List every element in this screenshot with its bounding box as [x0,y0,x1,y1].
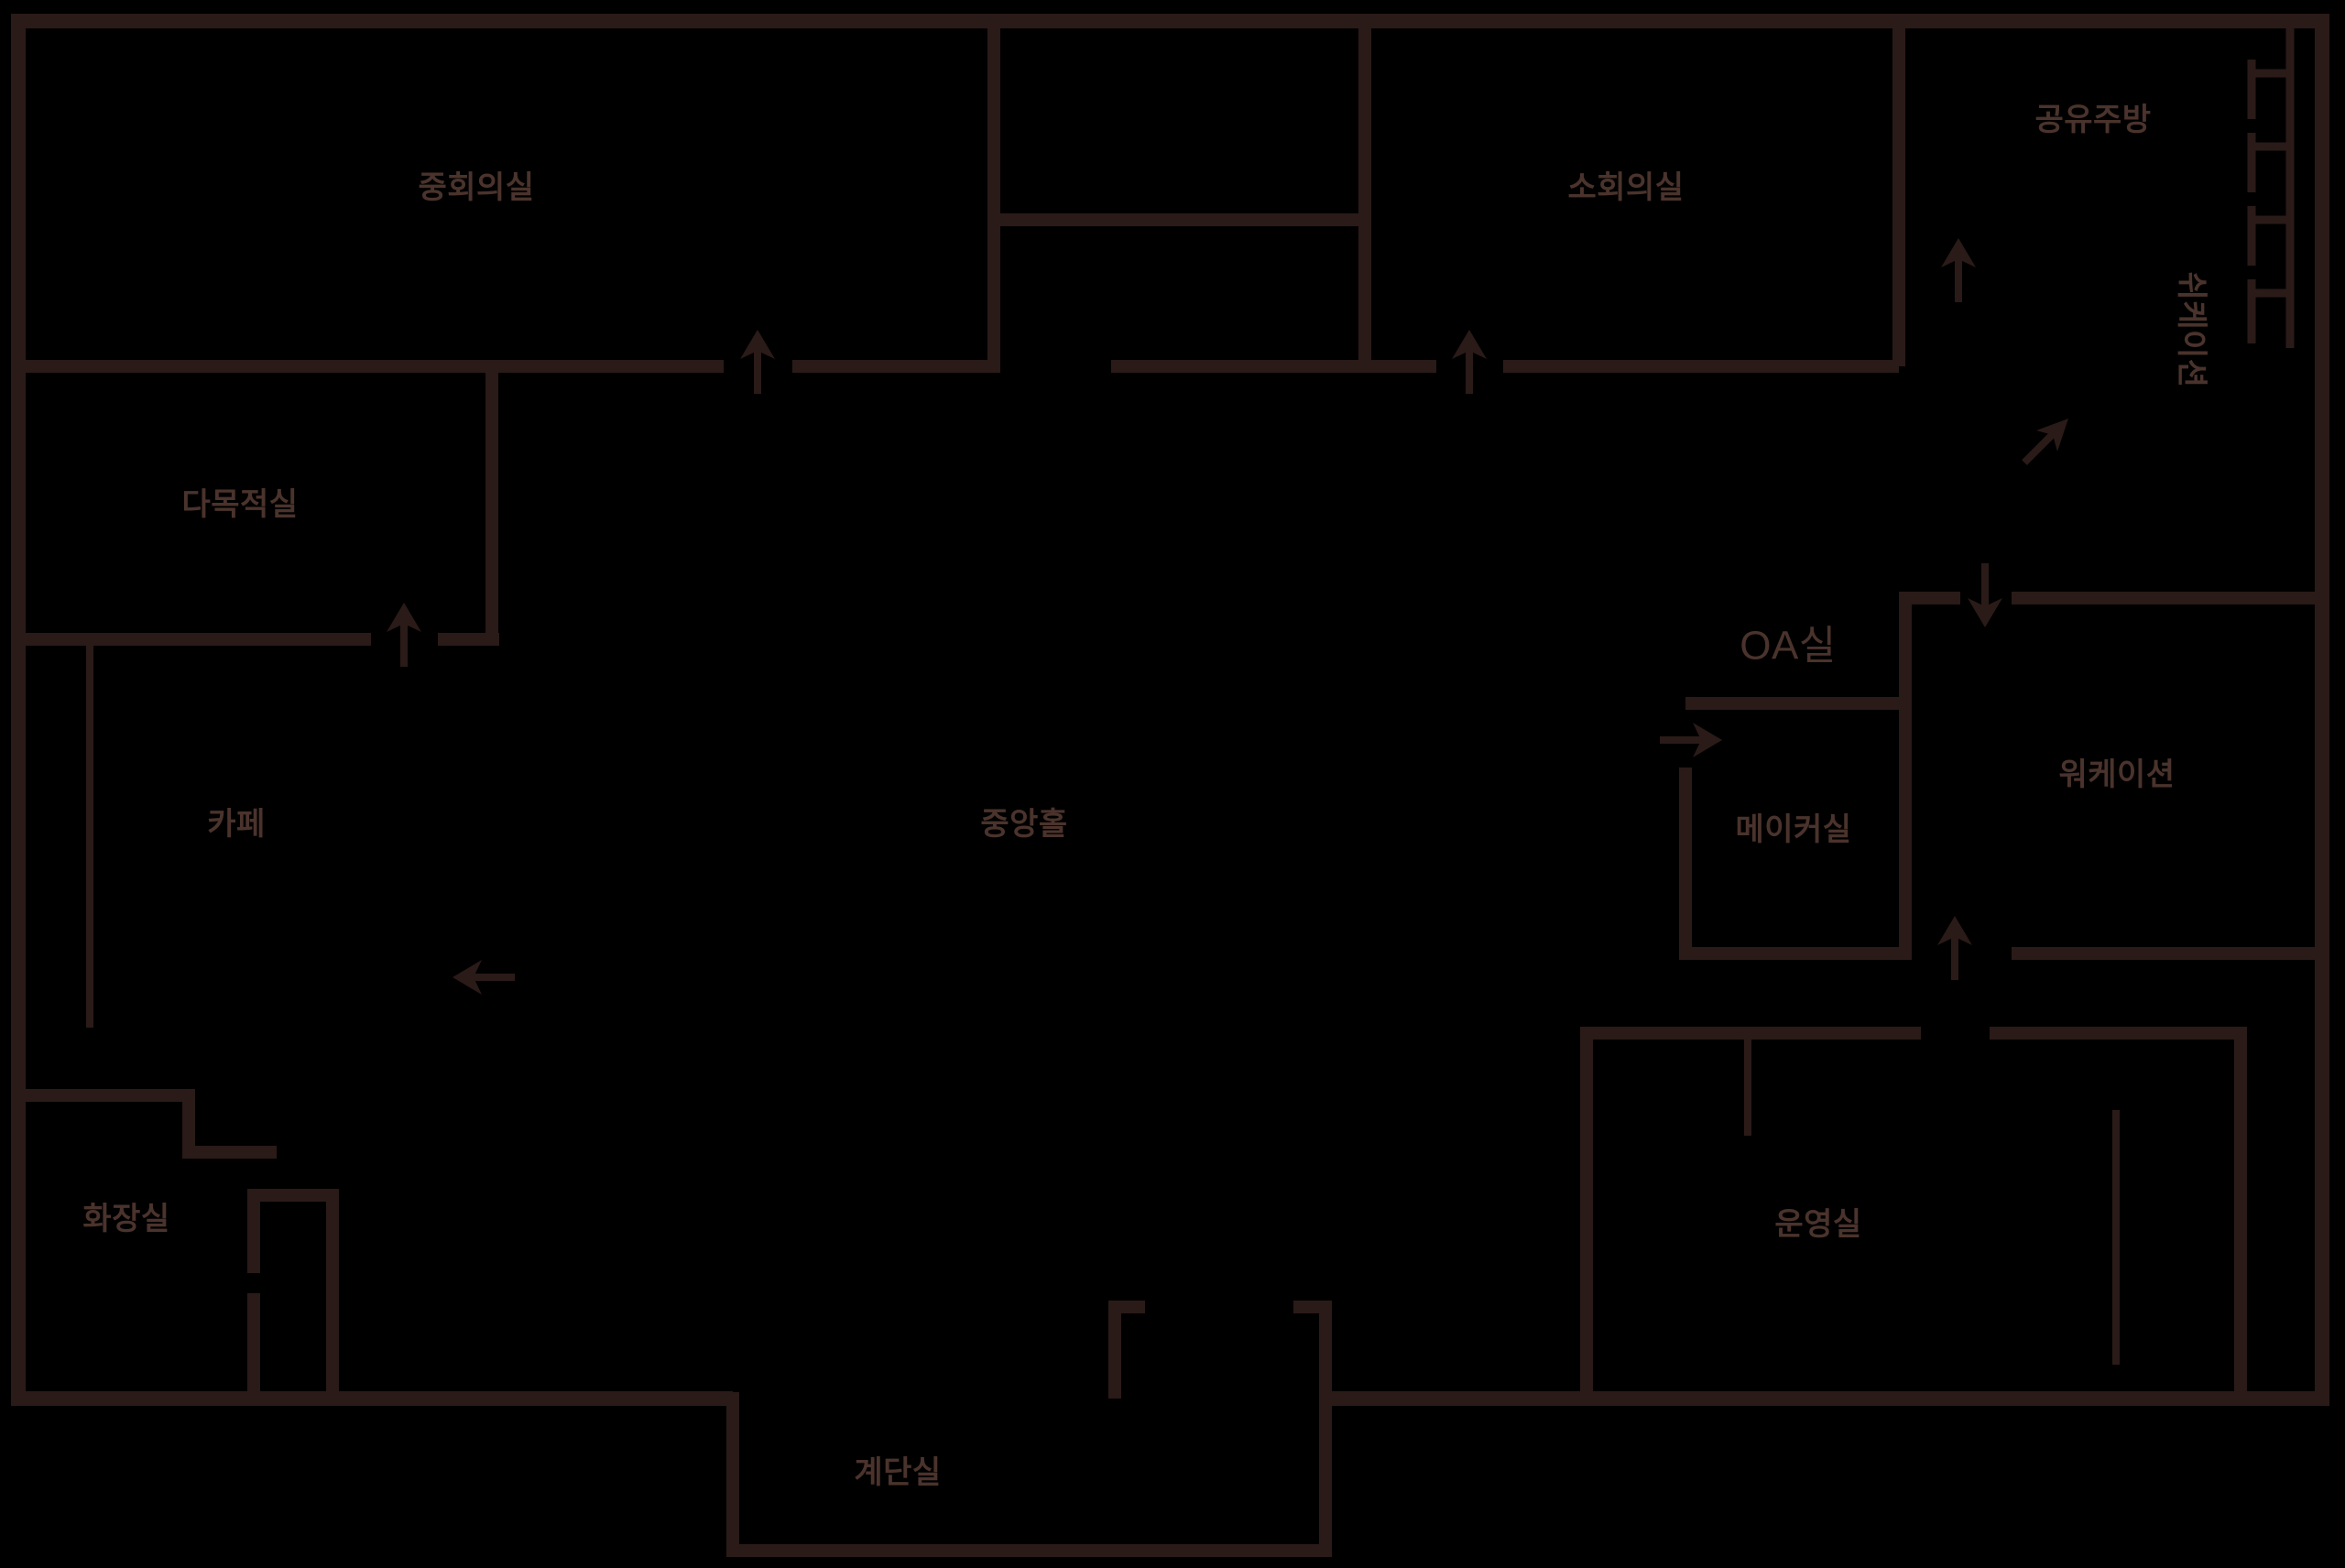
oa-maker-workation-walls [1679,592,2329,960]
door-arrow-workcation [2022,419,2068,465]
workcation-booths [2247,21,2295,348]
room-label-oa-room: OA실 [1740,624,1837,669]
door-arrow-cafe [453,960,515,995]
door-arrow-maker-room [1660,723,1722,757]
operations-walls [1580,1027,2247,1399]
room-label-mid-meeting: 중회의실 [418,170,534,205]
door-arrow-multipurpose [387,603,421,667]
room-label-workation: 워케이션 [2058,757,2175,792]
room-label-restroom: 화장실 [82,1202,169,1236]
room-label-small-meeting: 소회의실 [1567,170,1684,205]
stairwell-walls [726,1301,1332,1557]
room-label-stairwell: 계단실 [854,1455,941,1490]
multipurpose-walls [18,366,499,646]
room-label-operations: 운영실 [1774,1207,1861,1242]
room-label-central-hall: 중앙홀 [980,807,1067,842]
door-arrow-mid-meeting [740,330,775,394]
room-label-maker-room: 메이커실 [1735,812,1851,847]
door-arrow-workation-bottom [1937,916,1972,980]
room-label-workcation: 쉬케이션 [2174,271,2209,387]
door-arrow-small-meeting [1452,330,1487,394]
room-label-multipurpose: 다목적실 [181,487,298,522]
cafe-walls [18,641,277,1159]
room-label-shared-kitchen: 공유주방 [2034,103,2151,137]
doorway-arrows [387,238,2068,995]
restroom-walls [247,1189,339,1399]
top-band-walls [18,14,1905,373]
door-arrow-workation-top [1968,563,2002,627]
room-label-cafe: 카페 [207,807,266,842]
room-labels: 중회의실 소회의실 공유주방 쉬케이션 다목적실 카페 중앙홀 OA실 워케이션… [82,103,2209,1490]
door-arrow-shared-kitchen [1941,238,1976,302]
outer-walls [11,14,2329,1406]
